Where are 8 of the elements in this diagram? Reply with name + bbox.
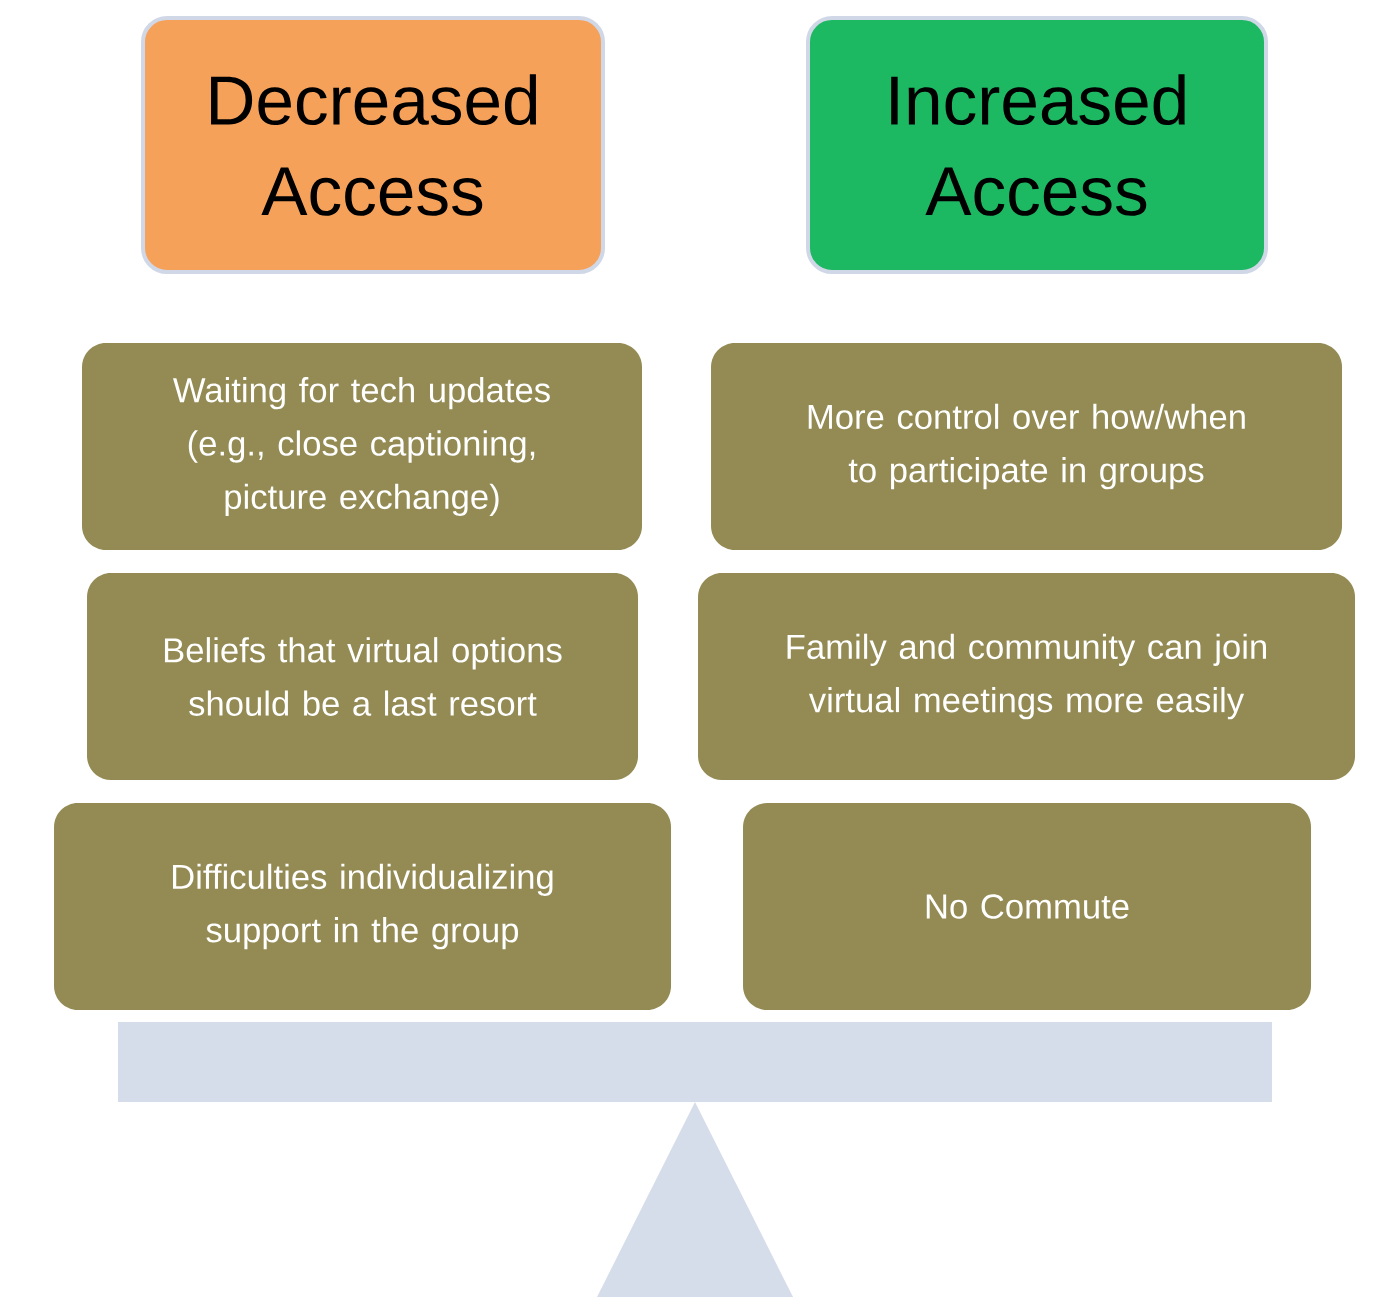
heading-box: Decreased Access [141, 16, 605, 274]
statement-box: Difficulties individualizing support in the group [54, 803, 671, 1010]
statement-box: No Commute [743, 803, 1311, 1010]
statement-box: Beliefs that virtual options should be a last resort [87, 573, 638, 780]
heading-box: Increased Access [806, 16, 1268, 274]
statement-box: Waiting for tech updates (e.g., close captioning, picture exchange) [82, 343, 642, 550]
statement-box: Family and community can join virtual meetings more easily [698, 573, 1356, 780]
statement-box: More control over how/when to participate in groups [711, 343, 1342, 550]
